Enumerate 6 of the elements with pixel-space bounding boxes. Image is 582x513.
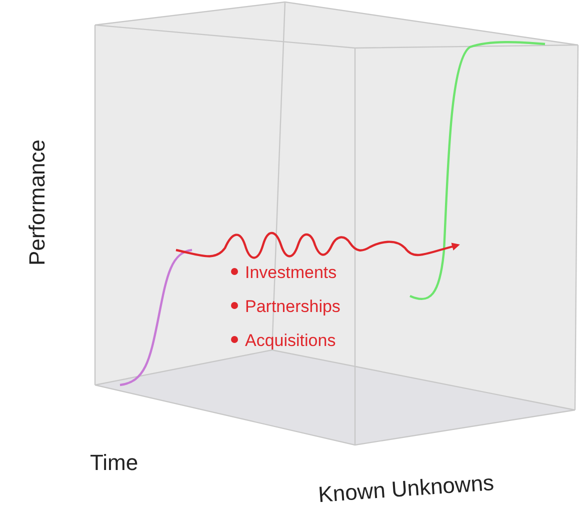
list-item: Investments bbox=[245, 263, 337, 282]
list-item: Partnerships bbox=[245, 297, 340, 316]
axis-label: Known Unknowns bbox=[317, 470, 495, 508]
list-item: Acquisitions bbox=[245, 331, 336, 350]
axis-label: Performance bbox=[24, 140, 50, 266]
axis-label: Time bbox=[90, 450, 138, 475]
